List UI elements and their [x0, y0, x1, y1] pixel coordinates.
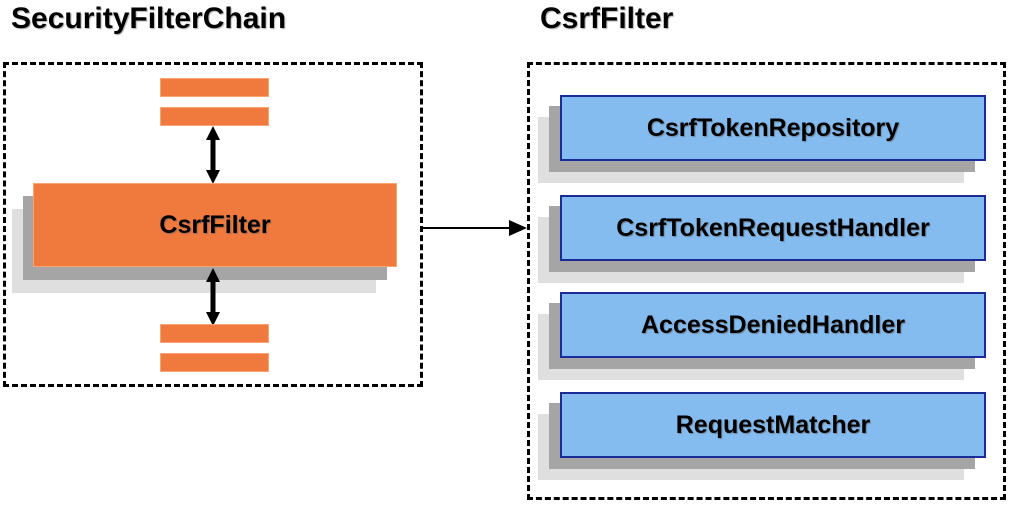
component-csrf-token-repository: CsrfTokenRepository	[560, 95, 986, 161]
csrf-filter-detail-container: CsrfTokenRepository CsrfTokenRequestHand…	[527, 62, 1006, 500]
component-access-denied-handler: AccessDeniedHandler	[560, 292, 986, 358]
security-filter-chain-title: SecurityFilterChain	[11, 2, 287, 35]
filter-placeholder-bar	[160, 107, 269, 126]
component-request-matcher: RequestMatcher	[560, 392, 986, 458]
component-csrf-token-request-handler: CsrfTokenRequestHandler	[560, 195, 986, 261]
filter-placeholder-bar	[160, 324, 269, 343]
component-label: RequestMatcher	[675, 410, 871, 439]
filter-placeholder-bar	[160, 353, 269, 372]
csrf-filter-node: CsrfFilter	[33, 183, 397, 267]
csrf-filter-title: CsrfFilter	[540, 2, 674, 35]
up-down-arrow-icon	[206, 126, 220, 184]
component-label: CsrfTokenRepository	[646, 113, 900, 142]
filter-placeholder-bar	[160, 78, 269, 97]
component-label: AccessDeniedHandler	[640, 310, 905, 339]
flow-arrow-icon	[421, 220, 527, 236]
csrf-filter-node-label: CsrfFilter	[159, 210, 271, 239]
up-down-arrow-icon	[206, 268, 220, 326]
component-label: CsrfTokenRequestHandler	[616, 213, 930, 242]
security-filter-chain-container: CsrfFilter	[3, 62, 423, 387]
